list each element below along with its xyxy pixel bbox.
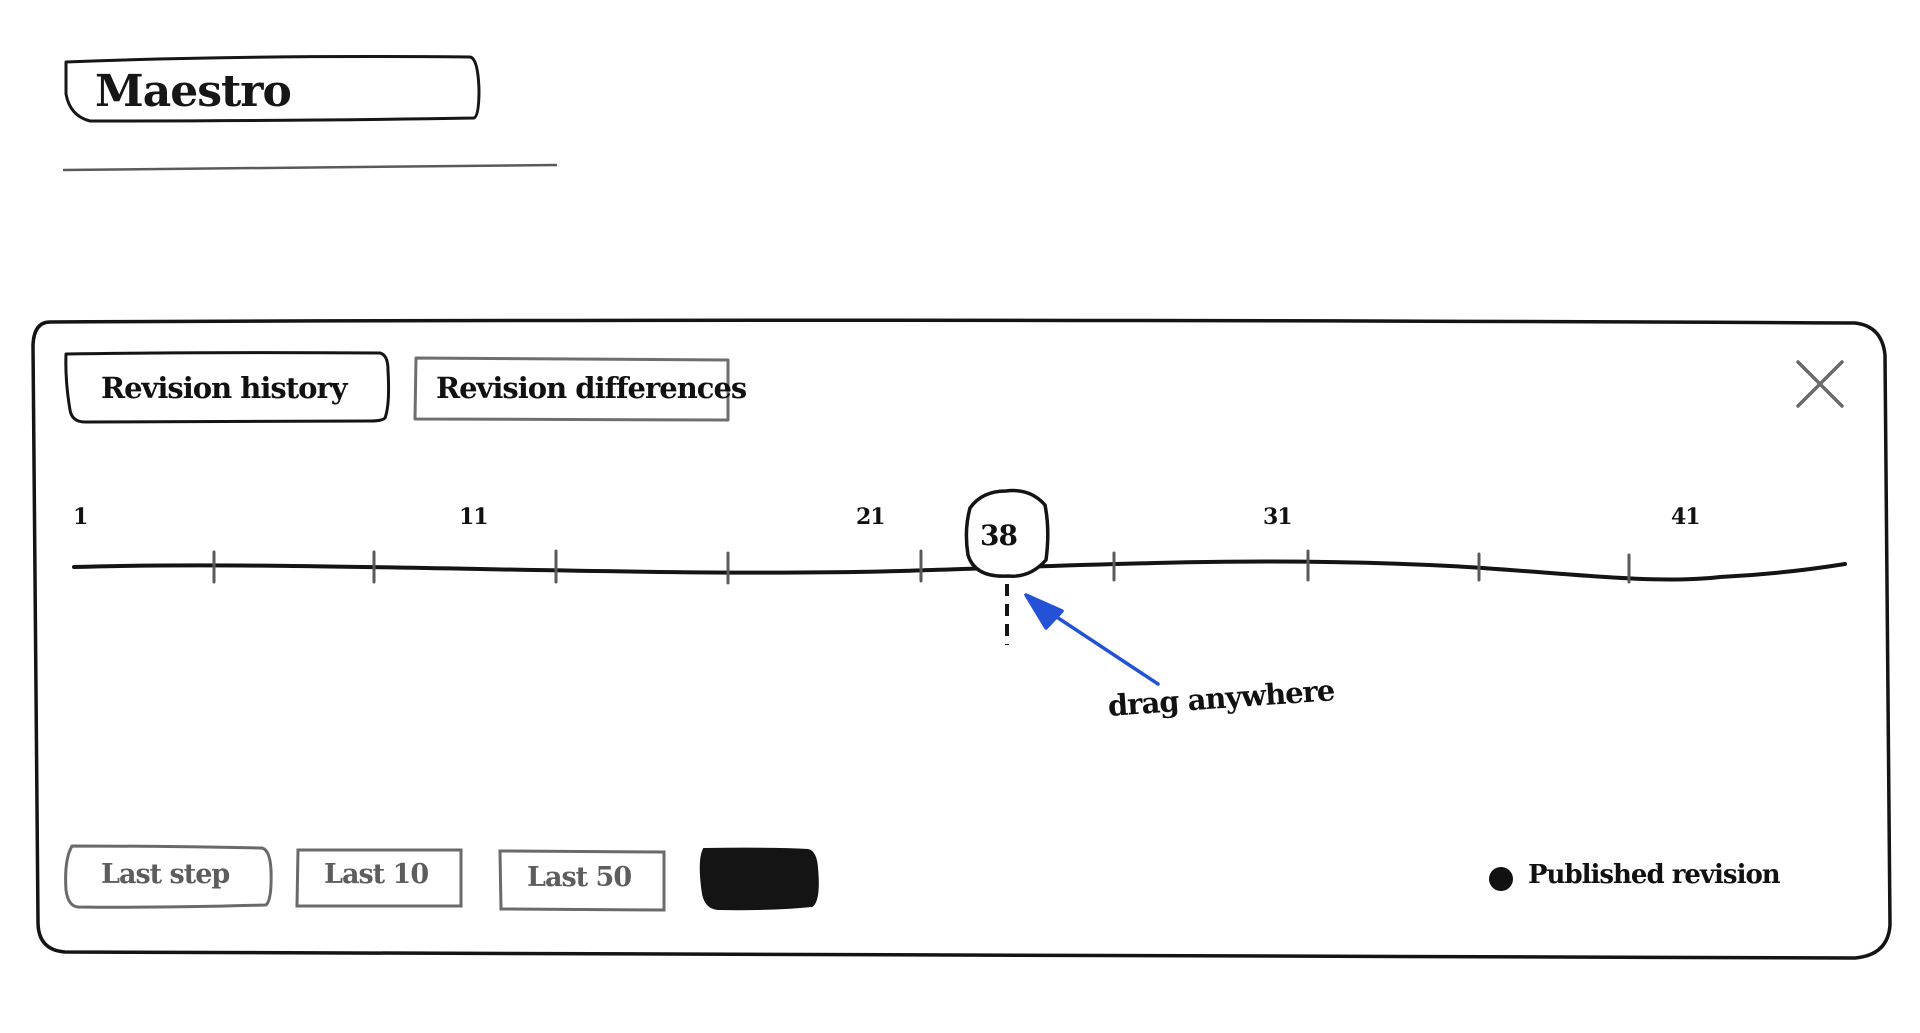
hint-arrow (1024, 593, 1160, 686)
tick-label-41: 41 (1671, 504, 1701, 530)
last-10-label: Last 10 (324, 859, 429, 890)
last-step-label: Last step (101, 859, 230, 890)
drag-hint-annotation: drag anywhere (1106, 673, 1336, 723)
close-icon (1790, 354, 1850, 414)
tick-label-21: 21 (856, 504, 886, 530)
published-revision-legend-label: Published revision (1528, 860, 1781, 890)
legend-marker (1489, 867, 1513, 891)
title-underline (62, 163, 558, 172)
filled-action-button[interactable] (700, 848, 820, 910)
tick-label-1: 1 (73, 504, 88, 530)
tick-label-11: 11 (459, 504, 489, 530)
app-title: Maestro (95, 66, 292, 117)
timeline-slider[interactable] (70, 540, 1850, 590)
tab-revision-history-label: Revision history (101, 371, 348, 405)
tab-revision-differences-label: Revision differences (436, 371, 747, 405)
current-revision-label: 38 (980, 519, 1018, 552)
last-50-label: Last 50 (527, 862, 632, 893)
close-button[interactable] (1790, 354, 1850, 414)
tick-label-31: 31 (1263, 504, 1293, 530)
